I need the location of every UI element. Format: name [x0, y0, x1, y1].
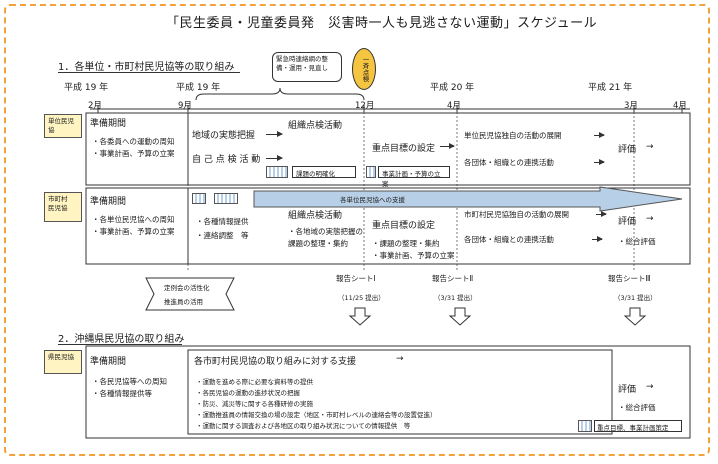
report-date: （3/31 提出）: [614, 294, 657, 302]
row3-prep-item: ・各民児協等への周知: [92, 377, 167, 386]
doc-icon-row1: 単位民児協: [44, 114, 82, 138]
row2-priority-sub: ・課題の整理・集約: [372, 239, 440, 248]
row1-prep-item: ・事業計画、予算の立案: [92, 149, 175, 158]
row1-priority: 重点目標の設定: [372, 144, 436, 154]
hatch-block: [578, 420, 592, 432]
row1-left-item: 自 己 点 検 活 動: [192, 155, 261, 165]
row2-priority-sub: ・事業計画、予算の立案: [372, 251, 455, 260]
row1-right-item: 単位民児協独自の活動の展開: [464, 131, 562, 140]
callout-bubble: 緊急時連絡網の整備・運用・見直し: [272, 52, 342, 82]
year-label: 平成 19 年: [64, 83, 109, 93]
banner-text: 定例会の活性化: [164, 284, 210, 292]
arrow: [266, 155, 283, 161]
month-label: 12月: [355, 101, 375, 111]
report-date: （3/31 提出）: [434, 294, 477, 302]
banner-text: 推進員の活用: [164, 298, 203, 306]
row3-support-item: ・運動に関する調査および各地区の取り組み状況についての情報提供 等: [196, 422, 411, 430]
arrow: [266, 131, 283, 137]
row3-support-item: ・防災、減災等に関する各種研修の実施: [196, 400, 313, 408]
report-date: （11/25 提出）: [338, 294, 385, 302]
row3-prep-title: 準備期間: [90, 357, 127, 367]
month-label: 4月: [447, 101, 461, 111]
row2-eval: 評価: [618, 217, 637, 227]
month-label: 4月: [673, 101, 687, 111]
arrow: [594, 159, 605, 165]
report-label: 報告シートⅠ: [336, 274, 376, 283]
row3-eval-sub: ・総合評価: [618, 403, 656, 412]
doc-icon-row2: 市町村 民児協: [44, 192, 82, 222]
doc-label: 民児協: [48, 204, 68, 212]
row1-right-item: 各団体・組織との連携活動: [464, 158, 554, 167]
hatch-block: [266, 166, 288, 178]
year-label: 平成 19 年: [176, 83, 221, 93]
row3-support-item: ・運動を進める際に必要な資料等の提供: [196, 378, 313, 386]
row2-right-item: 各団体・組織との連携活動: [464, 235, 554, 244]
row2-band-label: 各単位民児協への支援: [340, 196, 405, 204]
row1-prep-title: 準備期間: [90, 119, 127, 129]
row1-left-item: 地域の実態把握: [192, 131, 256, 141]
month-label: 2月: [88, 101, 102, 111]
row1-prep-item: ・各委員への運動の周知: [92, 137, 175, 146]
row2-eval-sub: ・総合評価: [618, 237, 656, 246]
section2-underline: [58, 344, 182, 345]
hatch-block: [192, 193, 206, 204]
row2-prep-item: ・各単位民児協への周知: [92, 215, 175, 224]
dashed-frame: [4, 4, 710, 456]
section2-heading: 2．沖縄県民児協の取り組み: [58, 334, 185, 345]
arrow: [596, 211, 607, 217]
arrow-glyph: →: [646, 214, 654, 224]
row1-plan: 事業計画・予算の立案: [378, 166, 450, 188]
month-label: 3月: [624, 101, 638, 111]
callout-oval: 一斉点検: [352, 48, 376, 90]
row2-prep-item: ・事業計画、予算の立案: [92, 227, 175, 236]
row3-eval: 評価: [618, 385, 637, 395]
row2-priority: 重点目標の設定: [372, 221, 436, 231]
arrow: [594, 132, 605, 138]
arrow-glyph: →: [396, 354, 404, 364]
row2-patrol-sub: 課題の整理・集約: [288, 239, 348, 248]
row2-patrol: 組織点検活動: [288, 211, 343, 221]
report-label: 報告シートⅡ: [432, 274, 474, 283]
row1-clarify: 課題の明確化: [292, 166, 356, 178]
year-label: 平成 21 年: [588, 83, 633, 93]
row2-left-item: ・各種情報提供: [196, 217, 249, 226]
row2-left-item: ・連絡調整 等: [196, 231, 249, 240]
row1-eval: 評価: [618, 145, 637, 155]
year-label: 平成 20 年: [430, 83, 475, 93]
row3-support-item: ・運動推進員の情報交換の場の設定（地区・市町村レベルの連絡会等の設置促進）: [196, 411, 437, 419]
arrow: [440, 143, 455, 149]
section1-heading: 1．各単位・市町村民児協等の取り組み: [58, 62, 235, 73]
row2-prep-title: 準備期間: [90, 197, 127, 207]
arrow: [592, 236, 603, 242]
row3-support-item: ・各民児協の運動の進捗状況の把握: [196, 389, 300, 397]
row1-patrol: 組織点検活動: [288, 121, 343, 131]
arrow-glyph: →: [646, 142, 654, 152]
row3-prep-item: ・各種情報提供等: [92, 389, 152, 398]
page-title: 「民生委員・児童委員発 災害時一人も見逃さない運動」スケジュール: [166, 16, 598, 31]
row3-support-title: 各市町村民児協の取り組みに対する支援: [194, 357, 357, 367]
row2-right-item: 市町村民児協独自の活動の展開: [464, 210, 569, 219]
hatch-block: [366, 166, 376, 178]
arrow-glyph: →: [646, 382, 654, 392]
doc-icon-row3: 県民児協: [44, 350, 82, 374]
section1-underline: [58, 72, 240, 73]
doc-label: 市町村: [48, 195, 68, 203]
row2-patrol-sub: ・各地域の実態把握の: [288, 227, 363, 236]
report-label: 報告シートⅢ: [608, 274, 651, 283]
hatch-block: [214, 193, 238, 204]
row3-final-label: 重点目標、事業計画策定: [594, 420, 682, 432]
month-label: 9月: [178, 101, 192, 111]
